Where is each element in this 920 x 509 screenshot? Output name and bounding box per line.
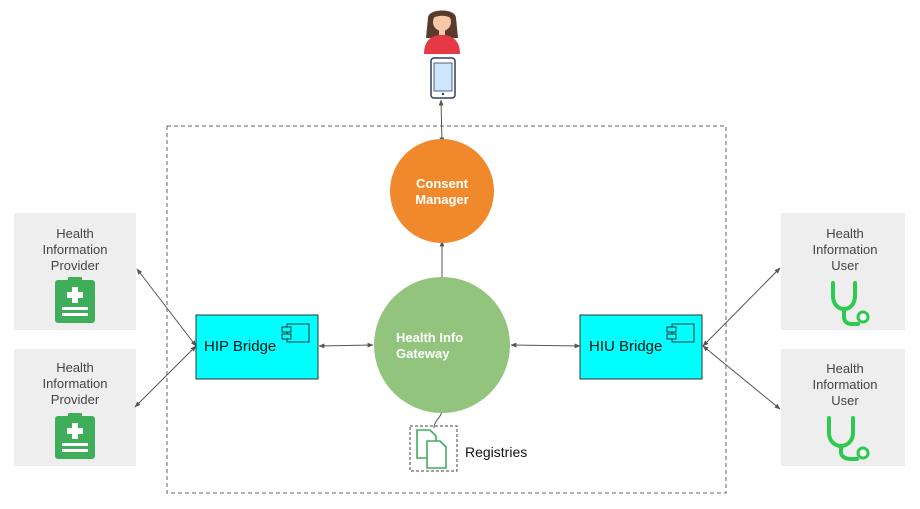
- mobile-phone-icon: [430, 57, 456, 99]
- user-1-line3: User: [831, 258, 859, 273]
- provider2-hip-link: [134, 345, 197, 408]
- provider-label-1: Health Information Provider: [20, 226, 130, 274]
- hip-gateway-link: [318, 342, 374, 349]
- provider-2-line2: Information: [42, 376, 108, 391]
- provider-2-line1: Health: [56, 360, 94, 375]
- gateway-line1: Health Info: [396, 330, 464, 345]
- registries-box: [409, 425, 458, 472]
- provider-1-line2: Information: [42, 242, 108, 257]
- hiu-user2-link: [702, 345, 781, 410]
- component-icon: [281, 323, 310, 343]
- provider-label-2: Health Information Provider: [20, 360, 130, 408]
- hiu-bridge-label: HIU Bridge: [589, 338, 663, 355]
- phone-consent-link: [438, 99, 445, 144]
- component-icon: [666, 323, 695, 343]
- gateway-line2: Gateway: [396, 346, 450, 361]
- user-label-1: Health Information User: [790, 226, 900, 274]
- documents-icon: [416, 429, 447, 469]
- gateway-hiu-link: [510, 342, 581, 349]
- user-1-line2: Information: [812, 242, 878, 257]
- medical-clipboard-icon: [55, 413, 95, 459]
- gateway-label: Health Info Gateway: [384, 330, 496, 362]
- user-2-line3: User: [831, 393, 859, 408]
- hip-bridge-label: HIP Bridge: [204, 338, 277, 355]
- consent-manager-line1: Consent: [416, 176, 468, 191]
- stethoscope-icon: [831, 281, 870, 326]
- registries-label: Registries: [465, 444, 528, 460]
- user-2-line2: Information: [812, 377, 878, 392]
- provider-2-line3: Provider: [50, 392, 100, 407]
- person-icon: [424, 10, 460, 54]
- user-label-2: Health Information User: [790, 361, 900, 409]
- stethoscope-icon: [827, 416, 870, 461]
- consent-manager-label: Consent Manager: [392, 176, 492, 208]
- user-2-line1: Health: [826, 361, 864, 376]
- hiu-bridge-node: [579, 314, 703, 380]
- provider1-hip-link: [136, 268, 197, 347]
- consent-manager-node: [390, 139, 494, 243]
- hip-bridge-node: [195, 314, 319, 380]
- gateway-node: [374, 277, 510, 413]
- provider-1-line3: Provider: [50, 258, 100, 273]
- medical-clipboard-icon: [55, 277, 95, 323]
- consent-manager-line2: Manager: [415, 192, 469, 207]
- provider-1-line1: Health: [56, 226, 94, 241]
- hiu-user1-link: [702, 267, 781, 347]
- user-1-line1: Health: [826, 226, 864, 241]
